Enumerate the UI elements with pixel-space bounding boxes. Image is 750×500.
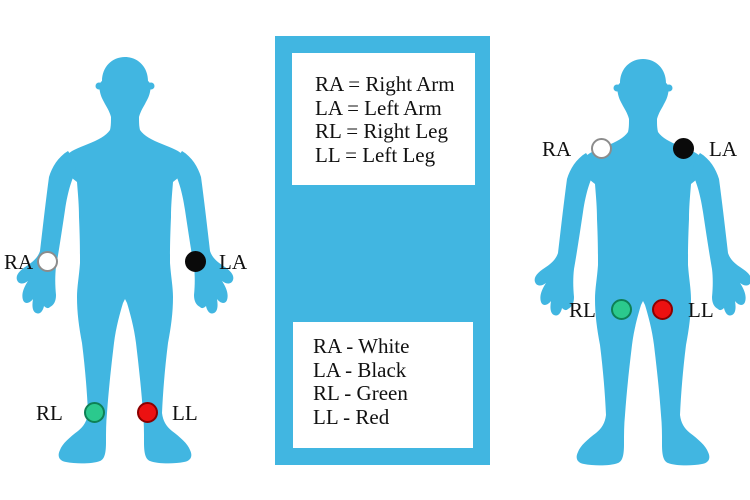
la-electrode-label: LA	[709, 137, 737, 161]
legend-color-codes-box: RA - White LA - Black RL - Green LL - Re…	[293, 322, 473, 448]
legend-panel: RA = Right Arm LA = Left Arm RL = Right …	[275, 36, 490, 465]
ll-electrode-left-figure	[137, 402, 158, 423]
la-electrode-right-figure	[673, 138, 694, 159]
legend-definition-line: RA = Right Arm	[315, 72, 455, 96]
ll-electrode-label: LL	[172, 401, 198, 425]
rl-electrode-right-figure	[611, 299, 632, 320]
legend-color-line: RA - White	[313, 334, 410, 358]
legend-definition-line: LA = Left Arm	[315, 95, 442, 120]
legend-definition-line: LL = Left Leg	[315, 142, 436, 167]
legend-definitions-box: RA = Right Arm LA = Left Arm RL = Right …	[292, 53, 475, 185]
la-electrode-label: LA	[219, 250, 247, 274]
ra-electrode-label: RA	[542, 137, 572, 161]
legend-color-line: RL - Green	[313, 381, 408, 405]
ra-electrode-label: RA	[4, 250, 34, 274]
legend-definition-line: RL = Right Leg	[315, 119, 448, 143]
body-silhouette-left-figure	[16, 57, 234, 464]
rl-electrode-label: RL	[569, 298, 596, 322]
legend-color-line: LL - Red	[313, 404, 390, 429]
rl-electrode-left-figure	[84, 402, 105, 423]
la-electrode-left-figure	[185, 251, 206, 272]
body-silhouette-right-figure	[534, 59, 750, 466]
ll-electrode-label: LL	[688, 298, 714, 322]
rl-electrode-label: RL	[36, 401, 63, 425]
ll-electrode-right-figure	[652, 299, 673, 320]
ra-electrode-right-figure	[591, 138, 612, 159]
ra-electrode-left-figure	[37, 251, 58, 272]
legend-color-line: LA - Black	[313, 357, 407, 382]
